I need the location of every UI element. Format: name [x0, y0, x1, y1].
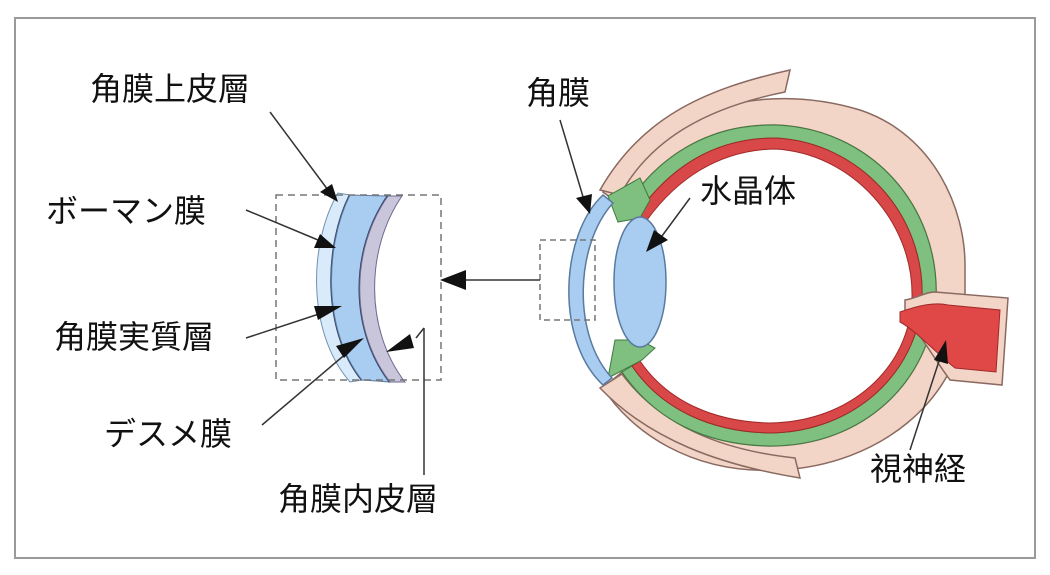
- arrowhead-stroma: [314, 306, 342, 320]
- optic-nerve: [899, 303, 1001, 373]
- zoom-connector-arrow: [440, 270, 540, 290]
- cornea-detail: [316, 192, 407, 383]
- leader-lines: [245, 111, 941, 475]
- arrowheads: [314, 184, 948, 364]
- label-stroma: 角膜実質層: [54, 318, 214, 356]
- label-descemet: デスメ膜: [104, 415, 232, 453]
- cornea: [568, 194, 615, 386]
- upper-flap: [598, 69, 791, 196]
- arrowhead-cornea: [576, 194, 592, 214]
- ciliary-body-upper: [607, 177, 651, 223]
- frame-border: [14, 17, 1036, 559]
- label-bowman: ボーマン膜: [46, 192, 206, 230]
- arrowhead-descemet: [336, 338, 364, 358]
- label-epithelium: 角膜上皮層: [90, 70, 250, 108]
- label-lens: 水晶体: [700, 172, 796, 210]
- retina: [631, 137, 923, 434]
- label-cornea: 角膜: [526, 74, 590, 112]
- endothelium-layer: [359, 195, 407, 383]
- zoom-box-large: [275, 194, 442, 381]
- arrowhead-optic-nerve: [934, 340, 948, 364]
- arrowhead-bowman: [314, 234, 336, 248]
- label-optic-nerve: 視神経: [870, 450, 966, 488]
- arrowhead-endothelium: [386, 334, 414, 352]
- eyeball: [568, 69, 1009, 479]
- lens: [613, 216, 667, 348]
- label-endothelium: 角膜内皮層: [278, 480, 438, 518]
- arrowhead-epithelium: [320, 184, 338, 202]
- arrowhead-lens: [646, 230, 668, 252]
